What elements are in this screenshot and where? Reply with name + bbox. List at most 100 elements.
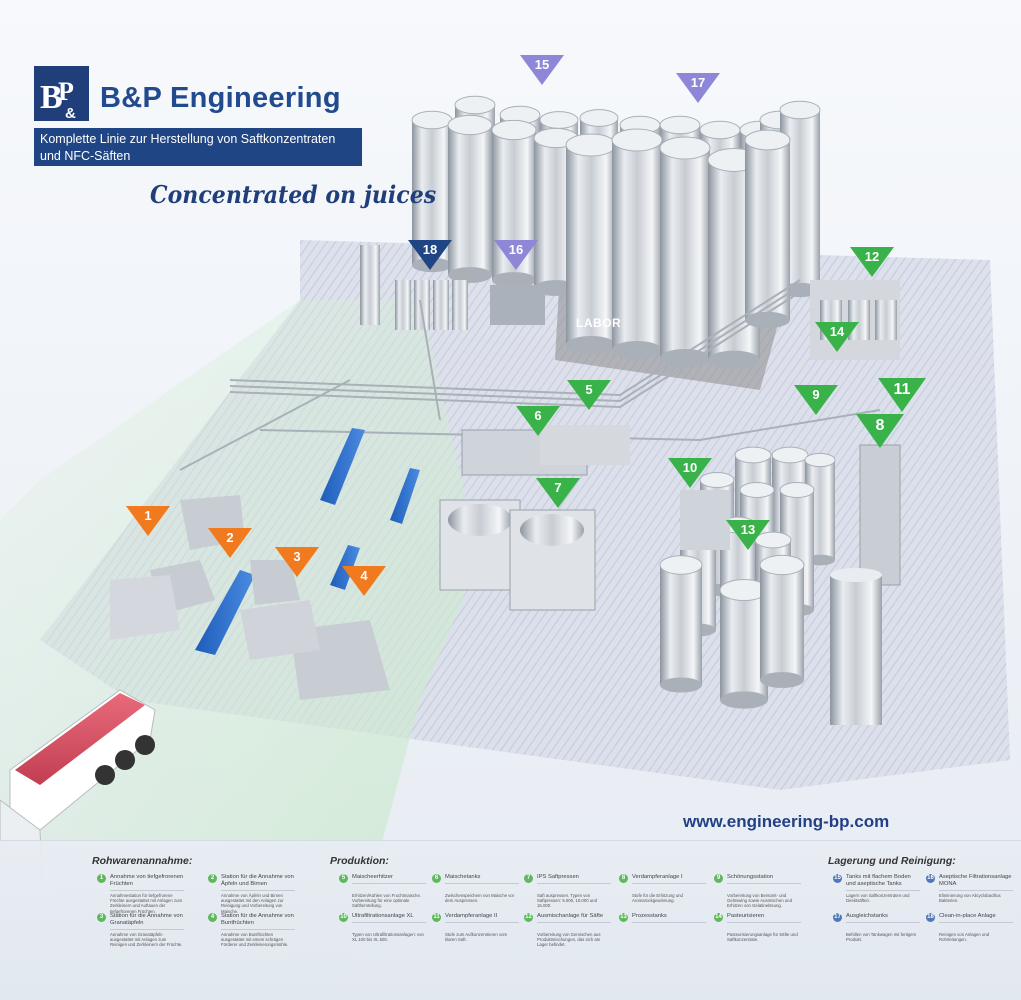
website-url[interactable]: www.engineering-bp.com	[683, 812, 890, 831]
storage-tank	[447, 114, 493, 283]
slogan: Concentrated on juices	[150, 180, 437, 209]
legend-description: Stufe zum Aufkonzentrieren vom klaren Sa…	[445, 932, 508, 943]
storage-tank	[659, 136, 711, 367]
blending-area	[810, 280, 900, 360]
conveyors	[110, 428, 420, 700]
legend-description: Stufe für die Erhitzung und Aromarückgew…	[632, 893, 683, 904]
legend-title: Verdampferanlage II	[445, 913, 519, 923]
station-marker-number: 10	[682, 460, 698, 475]
legend-description: Typen von Ultrafiltrationsanlagen: von X…	[352, 932, 424, 943]
legend-title: Ultrafiltrationsanlage XL	[352, 913, 426, 923]
legend-number: 11	[432, 913, 441, 922]
legend-description: Reinigen von Anlagen und Rohrleitungen.	[939, 932, 990, 943]
station-marker-8: 8	[856, 414, 904, 448]
legend-title: Ausmischanlage für Säfte	[537, 913, 611, 923]
station-marker-number: 11	[893, 381, 911, 398]
legend-number: 8	[619, 874, 628, 883]
station-marker-13: 13	[726, 520, 770, 550]
station-marker-10: 10	[668, 458, 712, 488]
company-name: B&P Engineering	[100, 82, 341, 114]
svg-text:B: B	[40, 79, 63, 116]
legend-description: Vorbereitung von Gemischen aus Produktmi…	[537, 932, 601, 948]
station-marker-6: 6	[516, 406, 560, 436]
station-marker-number: 14	[829, 324, 845, 339]
legend-number: 14	[714, 913, 723, 922]
legend-description: Annahme von Äpfeln und Birnen ausgestatt…	[221, 893, 284, 914]
legend-number: 15	[833, 874, 842, 883]
station-marker-number: 18	[422, 242, 438, 257]
station-marker-number: 1	[144, 508, 152, 523]
legend-number: 10	[339, 913, 348, 922]
legend-description: Annahme von Granatäpfeln ausgestattet mi…	[110, 932, 183, 948]
legend-number: 4	[208, 913, 217, 922]
process-tank	[759, 554, 805, 688]
station-marker-number: 4	[360, 568, 368, 583]
legend-title: Station für die Annahme von Buntfrüchten	[221, 913, 295, 930]
legend-title: Aseptische Filtrationsanlage MONA	[939, 874, 1013, 891]
subtitle: Komplette Linie zur Herstellung von Saft…	[34, 128, 362, 166]
legend-description: Annahme von Buntfrüchten ausgestattet mi…	[221, 932, 289, 948]
station-marker-number: 12	[864, 249, 880, 264]
station-marker-3: 3	[275, 547, 319, 577]
legend-header-storage: Lagerung und Reinigung:	[828, 855, 956, 867]
legend-number: 5	[339, 874, 348, 883]
station-marker-2: 2	[208, 528, 252, 558]
station-marker-number: 9	[812, 387, 820, 402]
legend-title: Prozesstanks	[632, 913, 706, 923]
station-marker-18: 18	[408, 240, 452, 270]
station-marker-4: 4	[342, 566, 386, 596]
station-marker-number: 13	[740, 522, 756, 537]
legend-title: Station für die Annahme von Granatäpfeln	[110, 913, 184, 930]
svg-text:P: P	[58, 77, 74, 106]
station-marker-number: 15	[534, 57, 550, 72]
svg-text:&: &	[65, 105, 76, 121]
station-marker-17: 17	[676, 73, 720, 103]
legend-header-raw: Rohwarenannahme:	[92, 855, 193, 867]
legend-title: Tanks mit flachem Boden und aseptische T…	[846, 874, 920, 891]
station-marker-11: 11	[878, 378, 926, 412]
station-marker-number: 7	[554, 480, 562, 495]
legend-number: 3	[97, 913, 106, 922]
legend-description: Lagern von Saftkonzentraten und Direktsä…	[846, 893, 910, 904]
station-marker-5: 5	[567, 380, 611, 410]
station-marker-number: 5	[585, 382, 593, 397]
station-marker-number: 8	[875, 417, 885, 434]
legend-description: Befüllen von Tankwagen mit fertigem Prod…	[846, 932, 917, 943]
legend-title: Maischeerhitzer	[352, 874, 426, 884]
legend-panel: Rohwarenannahme: Produktion: Lagerung un…	[0, 840, 1021, 1000]
station-marker-number: 2	[226, 530, 234, 545]
legend-title: Clean-in-place Anlage	[939, 913, 1013, 923]
juice-presses	[439, 425, 630, 611]
station-marker-number: 16	[508, 242, 524, 257]
station-marker-12: 12	[850, 247, 894, 277]
legend-title: Annahme von tiefgefrorenen Früchten	[110, 874, 184, 891]
legend-description: Zwischenspeichern von Maische vor dem Au…	[445, 893, 515, 904]
reception-zone	[0, 300, 480, 1000]
station-marker-number: 17	[690, 75, 706, 90]
legend-description: Vorbereitung von Bentonit- und Gelöswing…	[727, 893, 792, 909]
station-marker-1: 1	[126, 506, 170, 536]
legend-number: 2	[208, 874, 217, 883]
evaporator-tower	[680, 444, 901, 725]
cip-tanks	[360, 245, 545, 330]
legend-title: Ausgleichstanks	[846, 913, 920, 923]
legend-title: IPS Saftpressen	[537, 874, 611, 884]
legend-description: Erhitzen/Kühlen von Fruchtmaische. Vorbe…	[352, 893, 422, 909]
pipe-bridges	[179, 279, 881, 471]
lab-label: LABOR	[576, 316, 622, 330]
station-marker-15: 15	[520, 55, 564, 85]
storage-tanks-front	[447, 114, 791, 370]
storage-tank	[744, 129, 791, 329]
station-marker-number: 6	[534, 408, 542, 423]
legend-header-production: Produktion:	[330, 855, 389, 867]
station-marker-14: 14	[815, 322, 859, 352]
legend-number: 17	[833, 913, 842, 922]
station-marker-7: 7	[536, 478, 580, 508]
company-logo: B P &	[34, 66, 89, 121]
legend-title: Pasteurisieren	[727, 913, 801, 923]
legend-title: Schönungsstation	[727, 874, 801, 884]
legend-title: Station für die Annahme von Äpfeln und B…	[221, 874, 295, 891]
legend-number: 7	[524, 874, 533, 883]
